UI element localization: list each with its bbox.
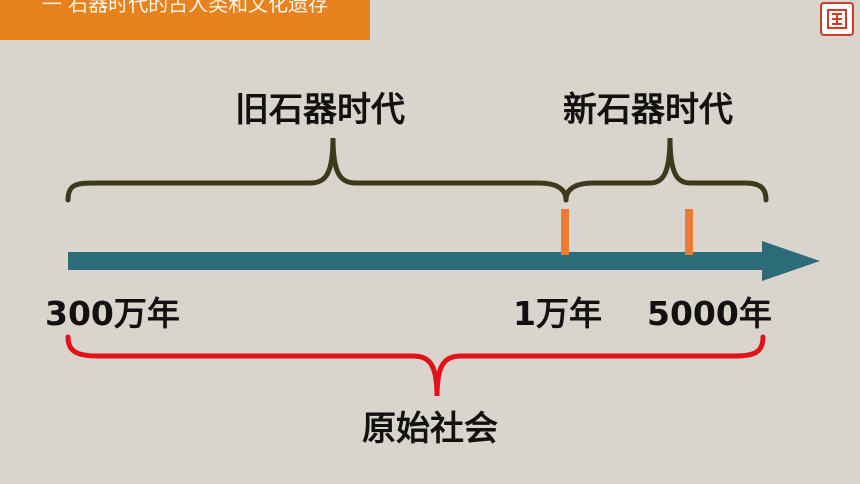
neolithic-brace <box>563 137 769 203</box>
seal-stamp-icon <box>820 2 854 36</box>
timeline-arrowhead <box>762 241 820 281</box>
tick-label-10000-years: 1万年 <box>513 294 602 333</box>
era-label-paleolithic: 旧石器时代 <box>235 90 405 130</box>
section-title: 一 石器时代的古人类和文化遗存 <box>41 0 329 16</box>
timeline-shaft <box>68 252 772 270</box>
marker-5000-years <box>685 209 693 255</box>
era-label-neolithic: 新石器时代 <box>563 90 733 130</box>
primitive-society-brace <box>65 334 766 397</box>
title-banner: 一 石器时代的古人类和文化遗存 <box>0 0 370 40</box>
marker-10000-years <box>561 209 569 255</box>
paleolithic-brace <box>65 137 569 203</box>
span-label-primitive-society: 原始社会 <box>362 409 498 449</box>
tick-label-3-million-years: 300万年 <box>45 294 180 333</box>
tick-label-5000-years: 5000年 <box>647 294 772 333</box>
